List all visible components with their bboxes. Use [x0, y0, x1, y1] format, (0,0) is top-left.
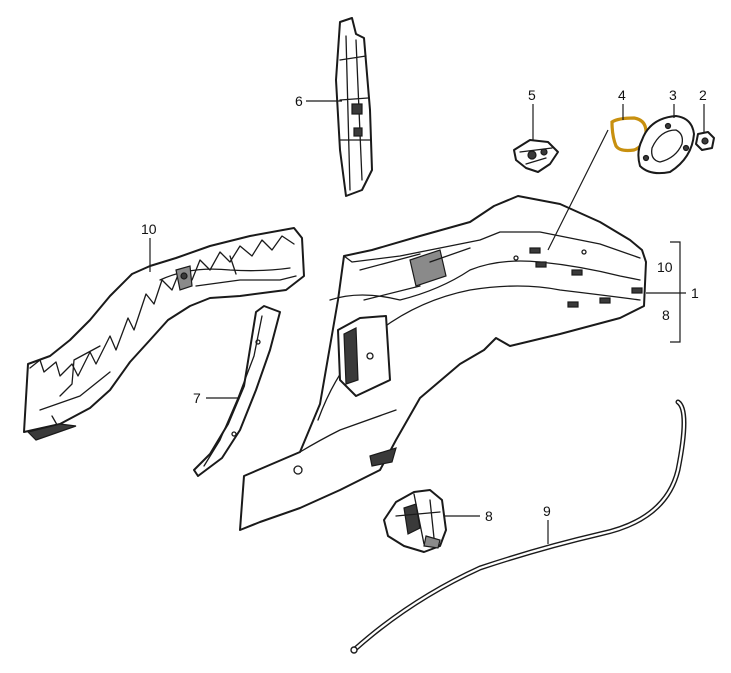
- label-9: 9: [543, 503, 551, 519]
- label-2: 2: [699, 87, 707, 103]
- bracket-label-8: 8: [662, 307, 670, 323]
- part-8-bracket[interactable]: [383, 489, 447, 553]
- label-3: 3: [669, 87, 677, 103]
- part-5-bracket[interactable]: [513, 139, 559, 173]
- part-3-flange[interactable]: [637, 115, 695, 175]
- bracket-label-10: 10: [657, 259, 673, 275]
- part-10-wheelhouse[interactable]: [23, 227, 305, 441]
- label-10: 10: [141, 221, 157, 237]
- part-6-pillar[interactable]: [335, 17, 373, 197]
- label-8: 8: [485, 508, 493, 524]
- label-1: 1: [691, 285, 699, 301]
- leader-4-to-panel: [547, 129, 609, 251]
- part-9-hose[interactable]: [350, 399, 687, 654]
- part-7-strip[interactable]: [193, 305, 281, 477]
- part-1-quarter-panel[interactable]: [239, 195, 647, 531]
- bracket-group: [670, 241, 681, 343]
- label-6: 6: [295, 93, 303, 109]
- label-7: 7: [193, 390, 201, 406]
- label-4: 4: [618, 87, 626, 103]
- part-2-nut[interactable]: [695, 131, 715, 151]
- label-5: 5: [528, 87, 536, 103]
